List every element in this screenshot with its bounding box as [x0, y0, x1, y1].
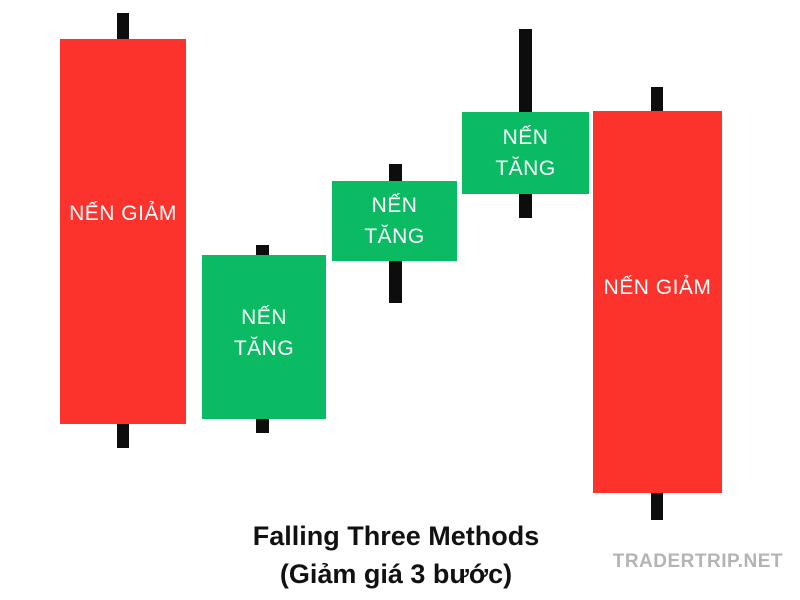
watermark-text: TRADERTRIP.NET: [612, 551, 783, 572]
candle-label: NẾN TĂNG: [495, 122, 555, 184]
candle-label-line: NẾN: [371, 194, 418, 217]
candle-upper-wick: [389, 164, 402, 181]
candle-upper-wick: [117, 13, 129, 39]
candle-body-bearish: NẾN GIẢM: [60, 39, 186, 424]
candle-lower-wick: [651, 493, 663, 520]
candle-body-bullish: NẾN TĂNG: [332, 181, 457, 261]
candle-label-line: TĂNG: [233, 337, 295, 360]
candle-label: NẾN TĂNG: [364, 190, 424, 252]
pattern-title: Falling Three Methods (Giảm giá 3 bước): [0, 517, 792, 593]
pattern-title-vi: (Giảm giá 3 bước): [279, 559, 513, 589]
candle-label: NẾN GIẢM: [604, 272, 712, 303]
candle-lower-wick: [519, 194, 532, 218]
pattern-title-en: Falling Three Methods: [252, 521, 540, 551]
candle-body-bullish: NẾN TĂNG: [202, 255, 326, 419]
candle-label-line: NẾN: [241, 306, 287, 329]
candle-body-bearish: NẾN GIẢM: [593, 111, 722, 493]
candle-label-line: NẾN GIẢM: [69, 202, 177, 225]
candle-label: NẾN TĂNG: [234, 302, 294, 364]
candle-body-bullish: NẾN TĂNG: [462, 112, 589, 194]
candle-label-line: NẾN GIẢM: [603, 275, 712, 299]
candle-upper-wick: [519, 29, 532, 112]
candle-lower-wick: [117, 424, 129, 448]
candle-upper-wick: [256, 245, 269, 255]
candle-label: NẾN GIẢM: [69, 198, 177, 229]
candle-upper-wick: [651, 87, 663, 111]
candle-label-line: TĂNG: [364, 225, 425, 248]
candle-lower-wick: [389, 261, 402, 303]
candle-label-line: NẾN: [502, 126, 549, 149]
candle-label-line: TĂNG: [495, 157, 556, 180]
candle-lower-wick: [256, 419, 269, 433]
